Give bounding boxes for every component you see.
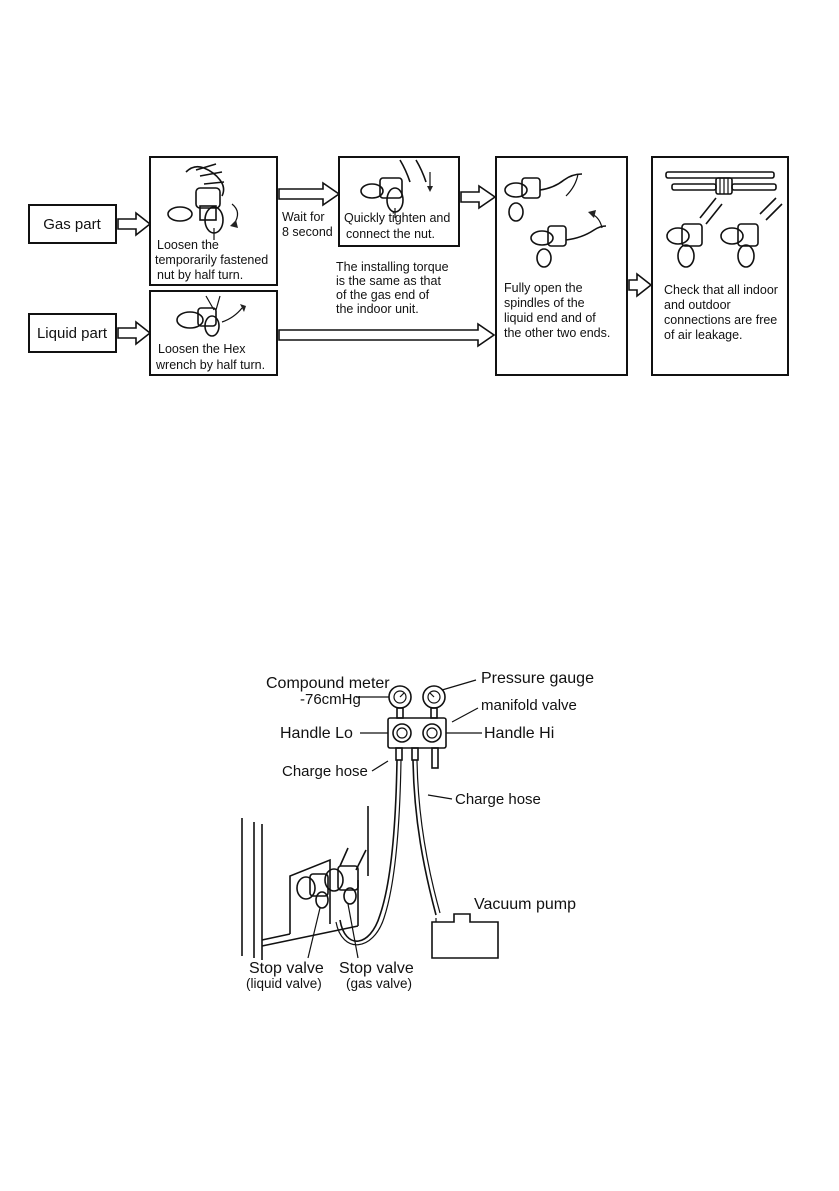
charge-hose-to-pump [412, 759, 437, 916]
valve-loosen-illustration [167, 163, 239, 240]
arrow-step3-to-step4 [628, 272, 653, 298]
handle-lo-label: Handle Lo [280, 725, 353, 742]
step2-line1: Quickly tighten and [344, 211, 450, 225]
valve-check-illustration [666, 197, 783, 268]
pipe-connection-illustration [665, 171, 777, 195]
compound-meter-reading: -76cmHg [300, 691, 361, 708]
liquid-step-line2: wrench by half turn. [155, 358, 265, 372]
charge-hose-right-label: Charge hose [455, 791, 541, 808]
step1-line2: temporarily fastened [155, 253, 268, 267]
compound-meter-gauge [388, 685, 412, 719]
spindle-open-illustration-bottom [530, 210, 607, 268]
manifold-valve-leader [451, 707, 479, 723]
charge-hose-right-leader [427, 794, 453, 800]
stop-valve-gas-label: Stop valve [339, 960, 414, 977]
step3-box: Fully open the spindles of the liquid en… [495, 156, 628, 376]
vacuum-pump-label: Vacuum pump [474, 896, 576, 913]
liquid-part-label: Liquid part [37, 325, 108, 342]
outdoor-unit-wall [241, 806, 369, 960]
hex-wrench-illustration [176, 295, 246, 337]
step2-line2: connect the nut. [346, 227, 435, 241]
step3-line3: liquid end and of [504, 311, 596, 325]
stop-valve-liquid-label: Stop valve [249, 960, 324, 977]
wait-line2: 8 second [282, 225, 333, 239]
stop-valve-gas-sub: (gas valve) [346, 976, 412, 991]
stop-valve-liquid-sub: (liquid valve) [246, 976, 322, 991]
charge-hose-left-label: Charge hose [282, 763, 368, 780]
charge-hose-to-pump-inner [416, 759, 441, 914]
arrow-step1-to-step2 [278, 181, 341, 207]
step1-line3: nut by half turn. [157, 268, 243, 282]
step4-line4: of air leakage. [664, 328, 743, 342]
spindle-open-illustration-top [504, 173, 583, 222]
leak-test-flowchart: Gas part Liquid part Loosen the temporar… [28, 156, 789, 376]
step4-box: Check that all indoor and outdoor connec… [651, 156, 789, 376]
charge-hose-left-leader [371, 760, 389, 772]
liquid-step-box: Loosen the Hex wrench by half turn. [149, 290, 278, 376]
step1-box: Loosen the temporarily fastened nut by h… [149, 156, 278, 286]
gas-part-label: Gas part [43, 216, 101, 233]
arrow-liquid-to-step [117, 320, 152, 346]
step4-line3: connections are free [664, 313, 777, 327]
pressure-gauge [422, 685, 446, 719]
valve-tighten-illustration [360, 159, 433, 218]
arrow-step2-to-step3 [460, 184, 497, 210]
charge-hose-to-gas-valve-inner [335, 759, 402, 946]
handle-hi-label: Handle Hi [484, 725, 554, 742]
torque-line1: The installing torque [336, 260, 449, 274]
manifold-block [387, 717, 447, 769]
pressure-gauge-leader [441, 679, 477, 691]
step3-line1: Fully open the [504, 281, 583, 295]
wait-line1: Wait for [282, 210, 325, 224]
liquid-part-box: Liquid part [28, 313, 117, 353]
step3-line2: spindles of the [504, 296, 585, 310]
torque-line3: of the gas end of [336, 288, 430, 302]
charge-hose-to-gas-valve [339, 759, 398, 942]
arrow-gas-to-step1 [117, 211, 152, 237]
manifold-valve-label: manifold valve [481, 697, 577, 714]
step4-line2: and outdoor [664, 298, 731, 312]
step4-line1: Check that all indoor [664, 283, 778, 297]
gas-part-box: Gas part [28, 204, 117, 244]
pressure-gauge-label: Pressure gauge [481, 670, 594, 687]
stop-valve-gas [324, 847, 367, 959]
step2-box: Quickly tighten and connect the nut. [338, 156, 460, 247]
stop-valve-liquid [296, 873, 329, 959]
vacuum-pump [431, 913, 499, 959]
compound-meter-label: Compound meter [266, 675, 390, 692]
step3-line4: the other two ends. [504, 326, 610, 340]
torque-line2: is the same as that [336, 274, 441, 288]
liquid-step-line1: Loosen the Hex [158, 342, 246, 356]
step1-line1: Loosen the [157, 238, 219, 252]
arrow-liquid-to-step3 [278, 322, 496, 348]
torque-line4: the indoor unit. [336, 302, 419, 316]
